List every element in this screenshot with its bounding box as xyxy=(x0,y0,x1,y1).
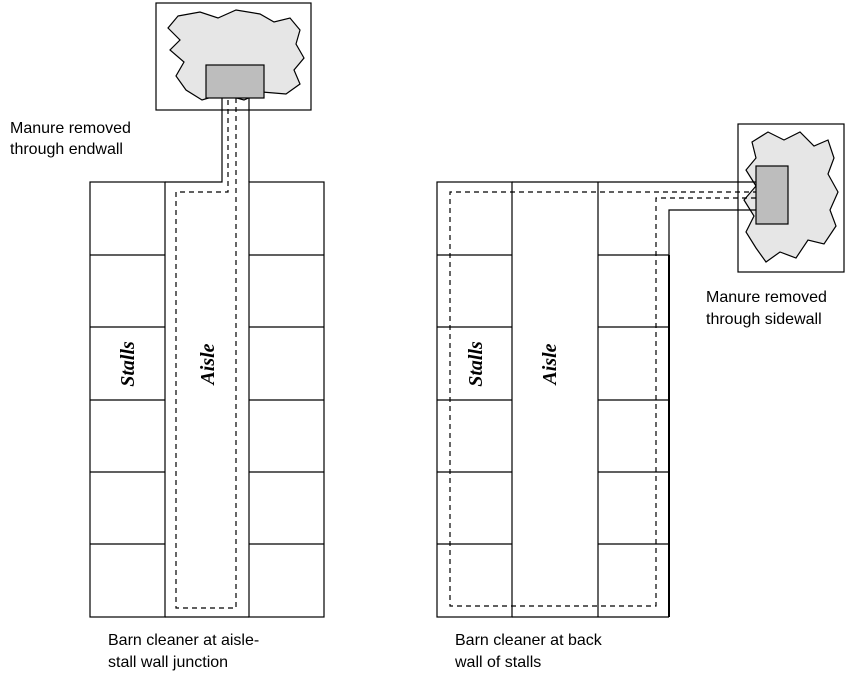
right-stalls-label: Stalls xyxy=(465,341,487,387)
left-caption-line2: stall wall junction xyxy=(108,654,228,671)
left-stalls-column-left xyxy=(89,181,166,618)
left-cleaner-drive-box xyxy=(205,64,265,99)
left-stalls-label: Stalls xyxy=(117,341,139,387)
left-cleaner-path xyxy=(175,98,237,609)
left-chute-wall-outer xyxy=(165,98,223,183)
left-removal-label-line1: Manure removed xyxy=(10,120,131,137)
right-aisle-label: Aisle xyxy=(539,343,561,386)
left-manure-pile xyxy=(167,9,305,101)
left-caption-line1: Barn cleaner at aisle- xyxy=(108,632,259,649)
right-removal-label-line1: Manure removed xyxy=(706,289,827,306)
left-manure-storage-frame xyxy=(155,2,312,111)
right-chute-wall-inner xyxy=(668,209,756,255)
right-cleaner-path xyxy=(449,191,756,607)
left-layout: Stalls Aisle Manure removed through endw… xyxy=(10,2,325,671)
right-cleaner-drive-box xyxy=(755,165,789,225)
left-aisle-label: Aisle xyxy=(197,343,219,386)
right-caption-line1: Barn cleaner at back xyxy=(455,632,603,649)
left-stalls-column-right xyxy=(248,181,325,618)
right-layout: Stalls Aisle Manure removed through side… xyxy=(436,123,845,671)
right-stalls-column-right xyxy=(597,182,670,618)
right-caption-line2: wall of stalls xyxy=(454,654,541,671)
left-removal-label-line2: through endwall xyxy=(10,141,123,158)
right-removal-label-line2: through sidewall xyxy=(706,311,822,328)
